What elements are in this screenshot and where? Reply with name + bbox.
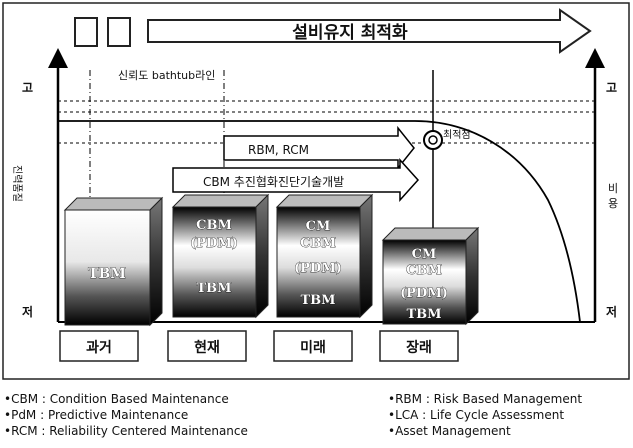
optimum-label: 최적점	[443, 129, 471, 141]
block-past-side	[150, 198, 162, 325]
era-label-present: 현재	[194, 340, 220, 356]
legend-right: •RBM : Risk Based Management •LCA : Life…	[388, 391, 582, 439]
optimum-marker-inner	[429, 136, 437, 144]
left-axis-top: 고	[22, 81, 33, 95]
block-future-layer-cm: CM	[306, 219, 331, 234]
block-future-layer-pdm: (PDM)	[294, 261, 342, 276]
era-label-later: 장래	[406, 339, 432, 356]
legend-rcm: •RCM : Reliability Centered Maintenance	[4, 423, 248, 439]
right-axis-label-1: 비	[608, 182, 618, 195]
block-present-layer-tbm: TBM	[196, 281, 231, 296]
bathtub-label: 신뢰도 bathtub라인	[118, 69, 215, 82]
legend-left: •CBM : Condition Based Maintenance •PdM …	[4, 391, 248, 439]
era-label-future: 미래	[300, 340, 326, 356]
rbm-rcm-label: RBM, RCM	[248, 143, 309, 157]
block-past-layer-tbm: TBM	[88, 266, 126, 282]
block-present-layer-pdm: (PDM)	[190, 236, 238, 251]
banner-box-1	[75, 18, 97, 46]
block-later-top	[383, 228, 478, 240]
banner-title: 설비유지 최적화	[292, 23, 408, 43]
block-past-top	[65, 198, 162, 210]
block-later-side	[466, 228, 478, 324]
legend-asset: •Asset Management	[388, 423, 582, 439]
right-axis-label-2: 용	[608, 197, 618, 210]
block-present-side	[256, 195, 268, 317]
legend-cbm: •CBM : Condition Based Maintenance	[4, 391, 248, 407]
left-axis-label: 진력품질	[11, 165, 23, 202]
right-axis-top: 고	[606, 81, 617, 95]
block-present-layer-cbm: CBM	[196, 218, 232, 233]
banner-box-2	[108, 18, 130, 46]
left-axis-bottom: 저	[22, 304, 33, 319]
block-later-layer-cbm: CBM	[406, 263, 442, 278]
block-later-layer-cm: CM	[412, 247, 437, 262]
cbm-dev-label: CBM 추진협화진단기술개발	[203, 175, 344, 189]
legend-lca: •LCA : Life Cycle Assessment	[388, 407, 582, 423]
block-future-layer-tbm: TBM	[300, 293, 335, 308]
era-block-present: CBM (PDM) TBM	[173, 195, 268, 317]
legend-pdm: •PdM : Predictive Maintenance	[4, 407, 248, 423]
legend-rbm: •RBM : Risk Based Management	[388, 391, 582, 407]
right-axis-bottom: 저	[606, 304, 617, 319]
block-later-layer-pdm: (PDM)	[400, 286, 448, 301]
era-block-later: CM CBM (PDM) TBM	[383, 228, 478, 324]
era-block-past: TBM	[65, 198, 162, 325]
block-future-top	[277, 195, 372, 207]
block-future-layer-cbm: CBM	[300, 236, 336, 251]
era-label-past: 과거	[86, 340, 112, 356]
block-present-top	[173, 195, 268, 207]
block-future-side	[360, 195, 372, 317]
block-later-layer-tbm: TBM	[406, 307, 441, 322]
era-block-future: CM CBM (PDM) TBM	[277, 195, 372, 317]
